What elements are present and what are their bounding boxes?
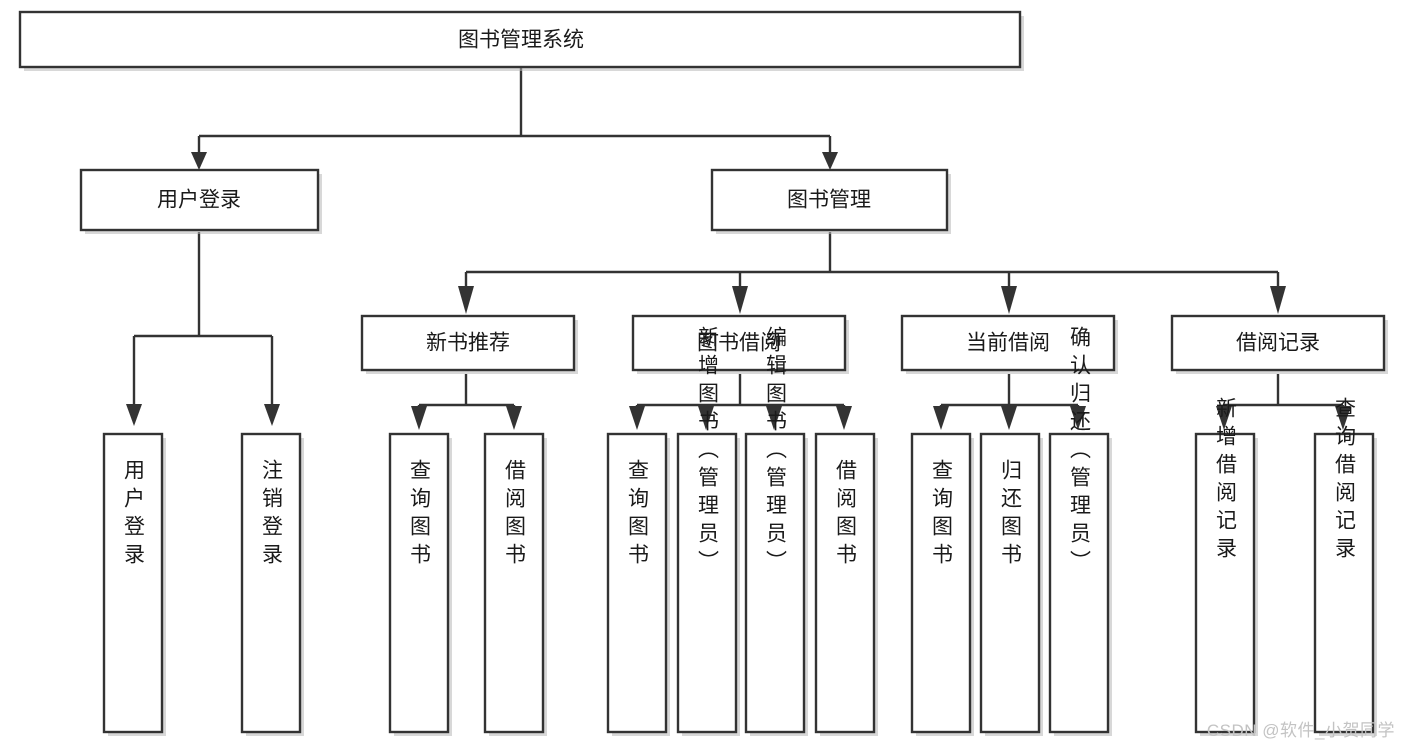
- node-leaf-add-record[interactable]: 新增借阅记录: [1194, 397, 1258, 736]
- node-leaf-query-book-3-box: [910, 432, 972, 734]
- arrow-to-leaf-logout: [264, 404, 280, 426]
- arrow-to-user-login: [191, 152, 207, 170]
- node-leaf-confirm-return-label: 确认归还（管理员）: [1068, 326, 1092, 578]
- node-leaf-confirm-return[interactable]: 确认归还（管理员）: [1048, 326, 1112, 736]
- node-leaf-add-book[interactable]: 新增图书（管理员）: [676, 326, 740, 736]
- node-leaf-add-record-box: [1194, 432, 1256, 734]
- arrow-to-current-borrow: [1001, 286, 1017, 314]
- node-leaf-query-book-1-box: [388, 432, 450, 734]
- node-leaf-add-record-label: 新增借阅记录: [1214, 397, 1238, 565]
- node-new-book-recommend-box: [360, 314, 576, 372]
- node-leaf-logout[interactable]: 注销登录: [240, 432, 304, 736]
- arrow-to-leaf-user-login: [126, 404, 142, 426]
- node-leaf-edit-book[interactable]: 编辑图书（管理员）: [744, 326, 808, 736]
- node-leaf-user-login-label: 用户登录: [122, 459, 146, 571]
- node-leaf-borrow-book-1-box: [483, 432, 545, 734]
- node-borrow-record-box: [1170, 314, 1386, 372]
- node-leaf-borrow-book-2[interactable]: 借阅图书: [814, 432, 878, 736]
- node-root[interactable]: 图书管理系统: [18, 10, 1024, 71]
- node-leaf-return-book[interactable]: 归还图书: [979, 432, 1043, 736]
- node-book-manage-box: [710, 168, 949, 232]
- node-current-borrow-label: 当前借阅: [966, 332, 1050, 355]
- node-leaf-borrow-book-2-label: 借阅图书: [834, 459, 858, 571]
- arrow-to-book-borrow: [732, 286, 748, 314]
- node-leaf-query-record-box: [1313, 432, 1375, 734]
- node-leaf-query-book-2-label: 查询图书: [626, 459, 650, 571]
- node-root-box: [18, 10, 1022, 69]
- node-leaf-query-book-2[interactable]: 查询图书: [606, 432, 670, 736]
- arrow-to-leaf-query-book-3: [933, 406, 949, 430]
- node-leaf-edit-book-label: 编辑图书（管理员）: [764, 326, 788, 578]
- node-user-login-box: [79, 168, 320, 232]
- arrow-to-leaf-borrow-book-1: [506, 406, 522, 430]
- arrow-to-leaf-confirm-return: [1070, 406, 1086, 430]
- arrow-to-book-manage: [822, 152, 838, 170]
- node-leaf-borrow-book-2-box: [814, 432, 876, 734]
- node-user-login-label: 用户登录: [157, 189, 241, 212]
- node-leaf-user-login[interactable]: 用户登录: [102, 432, 166, 736]
- connector-layer: [126, 68, 1351, 430]
- arrow-to-leaf-add-book: [698, 406, 714, 430]
- arrow-to-leaf-return-book: [1001, 406, 1017, 430]
- node-user-login[interactable]: 用户登录: [79, 168, 322, 234]
- arrow-to-borrow-record: [1270, 286, 1286, 314]
- node-leaf-return-book-label: 归还图书: [999, 459, 1023, 571]
- node-leaf-user-login-box: [102, 432, 164, 734]
- arrow-to-leaf-edit-book: [766, 406, 782, 430]
- arrow-to-leaf-query-record: [1335, 406, 1351, 430]
- node-leaf-confirm-return-box: [1048, 432, 1110, 734]
- node-leaf-borrow-book-1-label: 借阅图书: [503, 459, 527, 571]
- node-leaf-query-book-3-label: 查询图书: [930, 459, 954, 571]
- node-book-borrow-box: [631, 314, 847, 372]
- node-leaf-query-record[interactable]: 查询借阅记录: [1313, 397, 1377, 736]
- node-leaf-logout-box: [240, 432, 302, 734]
- node-leaf-query-book-2-box: [606, 432, 668, 734]
- node-leaf-add-book-box: [676, 432, 738, 734]
- arrow-to-leaf-query-book-2: [629, 406, 645, 430]
- arrow-to-new-book-recommend: [458, 286, 474, 314]
- node-new-book-recommend[interactable]: 新书推荐: [360, 314, 578, 374]
- node-root-label: 图书管理系统: [458, 29, 584, 52]
- node-leaf-query-book-3[interactable]: 查询图书: [910, 432, 974, 736]
- node-leaf-query-record-label: 查询借阅记录: [1333, 397, 1357, 565]
- node-leaf-return-book-box: [979, 432, 1041, 734]
- node-leaf-add-book-label: 新增图书（管理员）: [696, 326, 720, 578]
- node-new-book-recommend-label: 新书推荐: [426, 332, 510, 355]
- node-book-borrow-label: 图书借阅: [697, 332, 781, 355]
- node-current-borrow[interactable]: 当前借阅: [900, 314, 1118, 374]
- node-book-manage[interactable]: 图书管理: [710, 168, 951, 234]
- arrow-to-leaf-add-record: [1216, 406, 1232, 430]
- arrow-to-leaf-query-book-1: [411, 406, 427, 430]
- node-borrow-record[interactable]: 借阅记录: [1170, 314, 1388, 374]
- node-book-borrow[interactable]: 图书借阅: [631, 314, 849, 374]
- arrow-to-leaf-borrow-book-2: [836, 406, 852, 430]
- node-leaf-borrow-book-1[interactable]: 借阅图书: [483, 432, 547, 736]
- node-leaf-logout-label: 注销登录: [260, 459, 284, 571]
- node-leaf-edit-book-box: [744, 432, 806, 734]
- node-borrow-record-label: 借阅记录: [1236, 332, 1320, 355]
- node-leaf-query-book-1-label: 查询图书: [408, 459, 432, 571]
- node-leaf-query-book-1[interactable]: 查询图书: [388, 432, 452, 736]
- node-current-borrow-box: [900, 314, 1116, 372]
- node-book-manage-label: 图书管理: [787, 189, 871, 212]
